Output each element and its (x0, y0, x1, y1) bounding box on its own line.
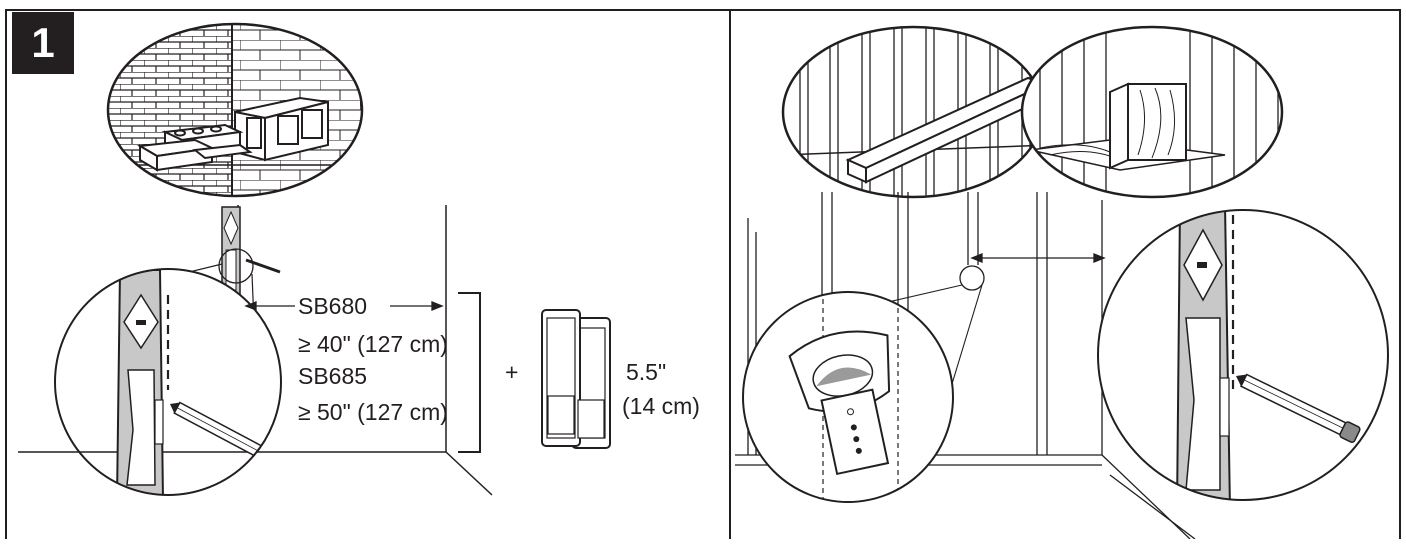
right-level-zoom-circle (1097, 209, 1389, 501)
min-width-label-sb680: ≥ 40" (127 cm) (298, 331, 448, 357)
step-number-badge: 1 (12, 12, 74, 74)
stud-finder-zoom-circle (742, 291, 954, 503)
dimension-arrow (244, 292, 481, 453)
model-label-sb685: SB685 (298, 363, 368, 389)
plus-sign: + (505, 359, 519, 385)
wall-bracket-illustration (541, 309, 611, 449)
level-zoom-circle (54, 268, 282, 496)
wood-stud-wall-illustration (1020, 25, 1284, 199)
min-width-label-sb685: ≥ 50" (127 cm) (298, 399, 448, 425)
model-label-sb680: SB680 (298, 293, 368, 319)
brick-block-wall-illustration (106, 22, 364, 198)
panel-frames (5, 9, 1401, 539)
metal-stud-wall-illustration (781, 25, 1045, 199)
bracket-length-inches: 5.5" (626, 359, 667, 385)
bracket-length-cm: (14 cm) (622, 393, 700, 419)
